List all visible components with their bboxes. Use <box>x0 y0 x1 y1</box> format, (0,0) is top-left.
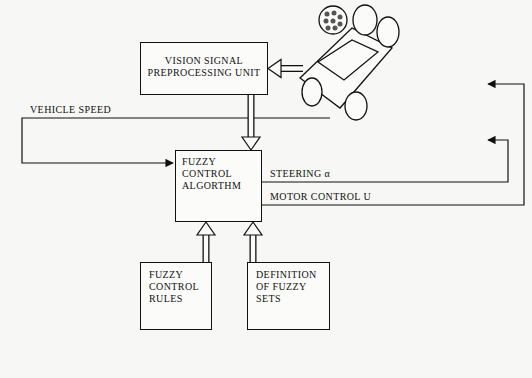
arrow-shaft-outline <box>203 235 210 262</box>
arrow-shaft-fill <box>251 235 255 262</box>
arrow-shaft-outline <box>281 65 303 72</box>
arrow-head <box>268 60 281 78</box>
arrow-shaft-fill <box>281 66 303 70</box>
vehicle-deck <box>318 40 378 80</box>
vehicle-illustration <box>300 5 399 120</box>
signal-label: MOTOR CONTROL U <box>270 191 371 203</box>
process-box: FUZZY CONTROL ALGORTHM <box>175 150 262 222</box>
signal-label-text: MOTOR CONTROL U <box>270 191 371 202</box>
arrow-shaft-fill <box>204 235 208 262</box>
camera-dots <box>324 11 343 31</box>
arrow-head <box>244 222 262 235</box>
connector <box>197 222 215 262</box>
arrow-shaft-outline <box>248 95 255 137</box>
box-label: FUZZY CONTROL ALGORTHM <box>182 156 255 192</box>
arrow-shaft-outline <box>250 235 257 262</box>
box-label: DEFINITION OF FUZZY SETS <box>256 269 324 305</box>
signal-label: VEHICLE SPEED <box>30 104 111 116</box>
process-box: FUZZY CONTROL RULES <box>140 262 212 330</box>
arrow-head <box>242 137 260 150</box>
box-label: VISION SIGNAL PREPROCESSING UNIT <box>147 55 261 79</box>
front-wheel <box>353 5 377 35</box>
steering-signal-line <box>262 140 508 182</box>
arrow-shaft-fill <box>249 95 253 137</box>
signal-label: STEERING α <box>270 168 330 180</box>
rear-wheel <box>345 92 367 120</box>
rear-wheel <box>302 78 322 106</box>
process-box: DEFINITION OF FUZZY SETS <box>247 262 330 330</box>
arrow-head <box>197 222 215 235</box>
motor-signal-line <box>262 84 524 205</box>
box-label: FUZZY CONTROL RULES <box>149 269 206 305</box>
connector <box>244 222 262 262</box>
connector <box>242 95 260 150</box>
signal-label-text: STEERING α <box>270 168 330 179</box>
camera-feed-arrow <box>268 60 303 78</box>
front-wheel <box>377 17 399 47</box>
process-box: VISION SIGNAL PREPROCESSING UNIT <box>140 42 268 95</box>
camera-head <box>319 6 347 34</box>
signal-label-text: VEHICLE SPEED <box>30 104 111 115</box>
